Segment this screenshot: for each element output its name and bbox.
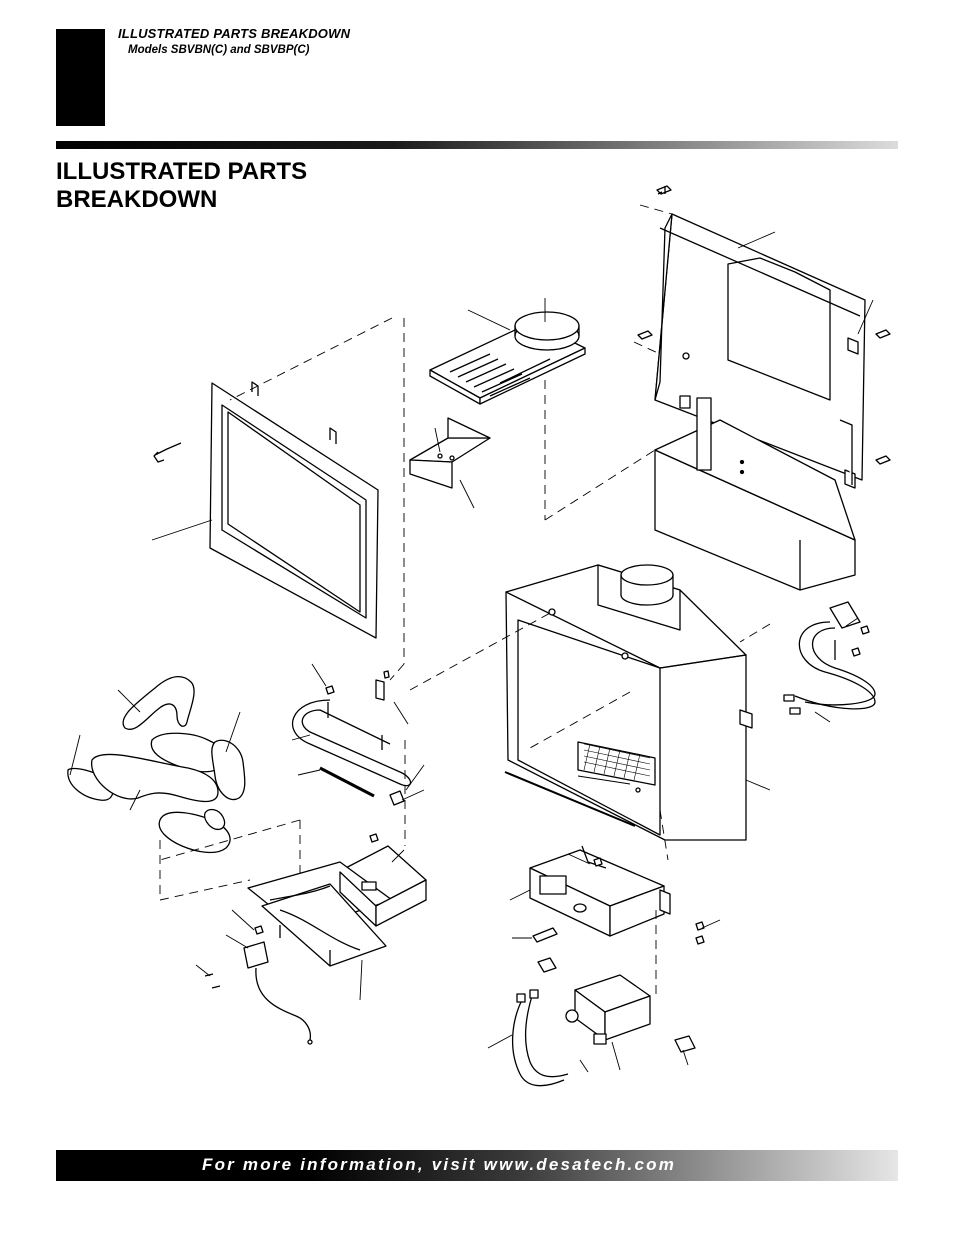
header-rule [56,141,898,149]
housing-screws [638,186,890,464]
knob [538,958,556,972]
header-section-title: ILLUSTRATED PARTS BREAKDOWN [118,26,351,41]
valve-fitting [675,1036,695,1052]
page-title-line1: ILLUSTRATED PARTS [56,158,308,185]
footer-bar: For more information, visit www.desatech… [56,1150,898,1181]
header-models: Models SBVBN(C) and SBVBP(C) [128,44,310,56]
gas-valve [566,975,650,1044]
burner-tube [293,680,411,786]
log-set [68,677,245,853]
igniter [533,928,557,942]
flex-gas-line [320,768,374,796]
vent-grate-plate [430,312,585,404]
glass-door-frame [210,382,378,638]
footer-website-link[interactable]: For more information, visit www.desatech… [202,1155,677,1174]
valve-wires [513,990,568,1086]
grate-bracket [410,418,490,488]
small-screws [255,626,869,944]
wire-harness [784,602,875,714]
firebox [505,565,752,840]
section-tab-block [56,29,105,126]
outer-shell-housing [655,214,865,590]
page-title: ILLUSTRATED PARTS BREAKDOWN [56,158,416,214]
door-bolt [154,443,181,462]
burner-tray [248,846,426,966]
orifice-fitting [390,791,404,805]
page-title-line2: BREAKDOWN [56,186,218,213]
pilot-assembly [205,942,312,1044]
control-bracket [530,846,670,936]
